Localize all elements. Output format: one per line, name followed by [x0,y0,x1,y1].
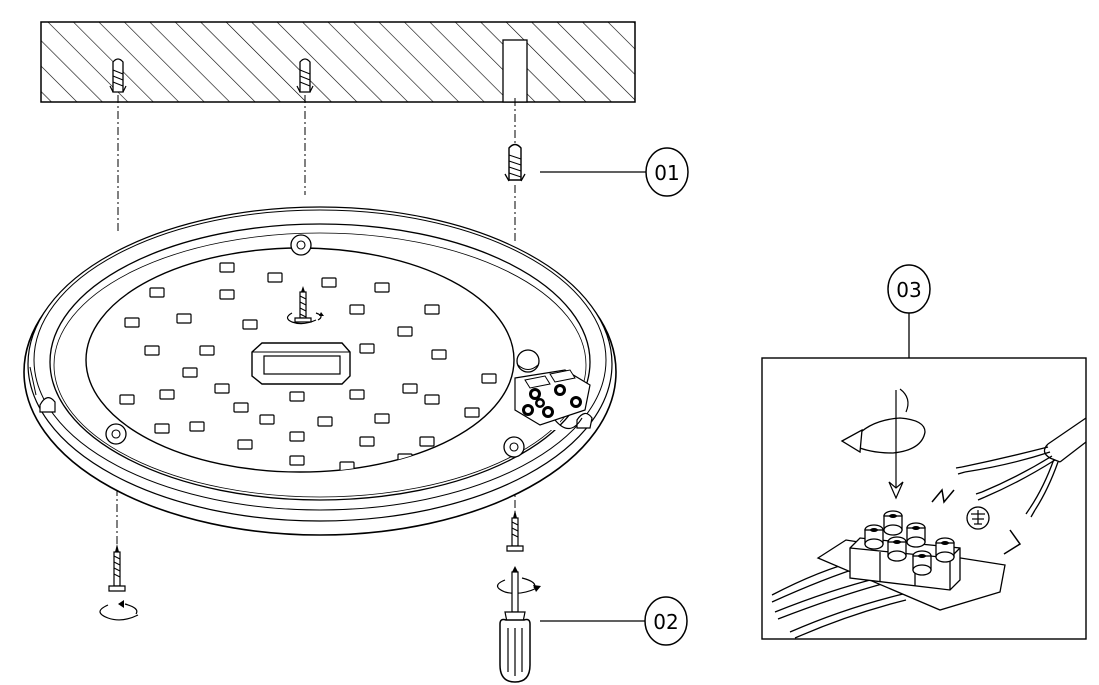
wire-label-neutral [931,488,955,504]
callout-01-label: 01 [654,161,679,185]
mounting-hole-left [105,423,127,445]
screw-icon-right [506,510,524,552]
callout-03-label: 03 [896,278,921,302]
wall-plug-icon [504,143,526,182]
rotate-arrow-icon [286,312,324,325]
callout-02-label: 02 [653,610,678,634]
led-driver-module [251,342,351,385]
callout-02: 02 [540,596,688,646]
rotate-arrow-icon-right [496,577,541,594]
earth-ground-icon [966,506,990,530]
ceiling-wall-plug-left [109,58,127,93]
tighten-rotation-arrow-icon [840,388,926,500]
wire-label-live [1003,529,1022,555]
ceiling-wall-plug-center [296,58,314,93]
wiring-detail-panel [761,357,1087,640]
mounting-hole-right [503,436,525,458]
plate-screw-icon [294,286,312,323]
callout-03: 03 [887,264,931,358]
ceiling-slab [40,21,636,103]
screwdriver-icon [499,566,531,683]
led-plate [85,247,560,473]
rotate-arrow-icon-left [99,600,139,621]
callout-01: 01 [540,147,689,197]
supply-cable [955,417,1087,518]
cable-grommet [516,349,540,373]
mounting-hole-top [290,234,312,256]
led-chips [119,262,497,472]
terminal-block-icon [849,510,961,591]
base-terminal-block [514,369,591,430]
screw-icon-left [108,544,126,592]
